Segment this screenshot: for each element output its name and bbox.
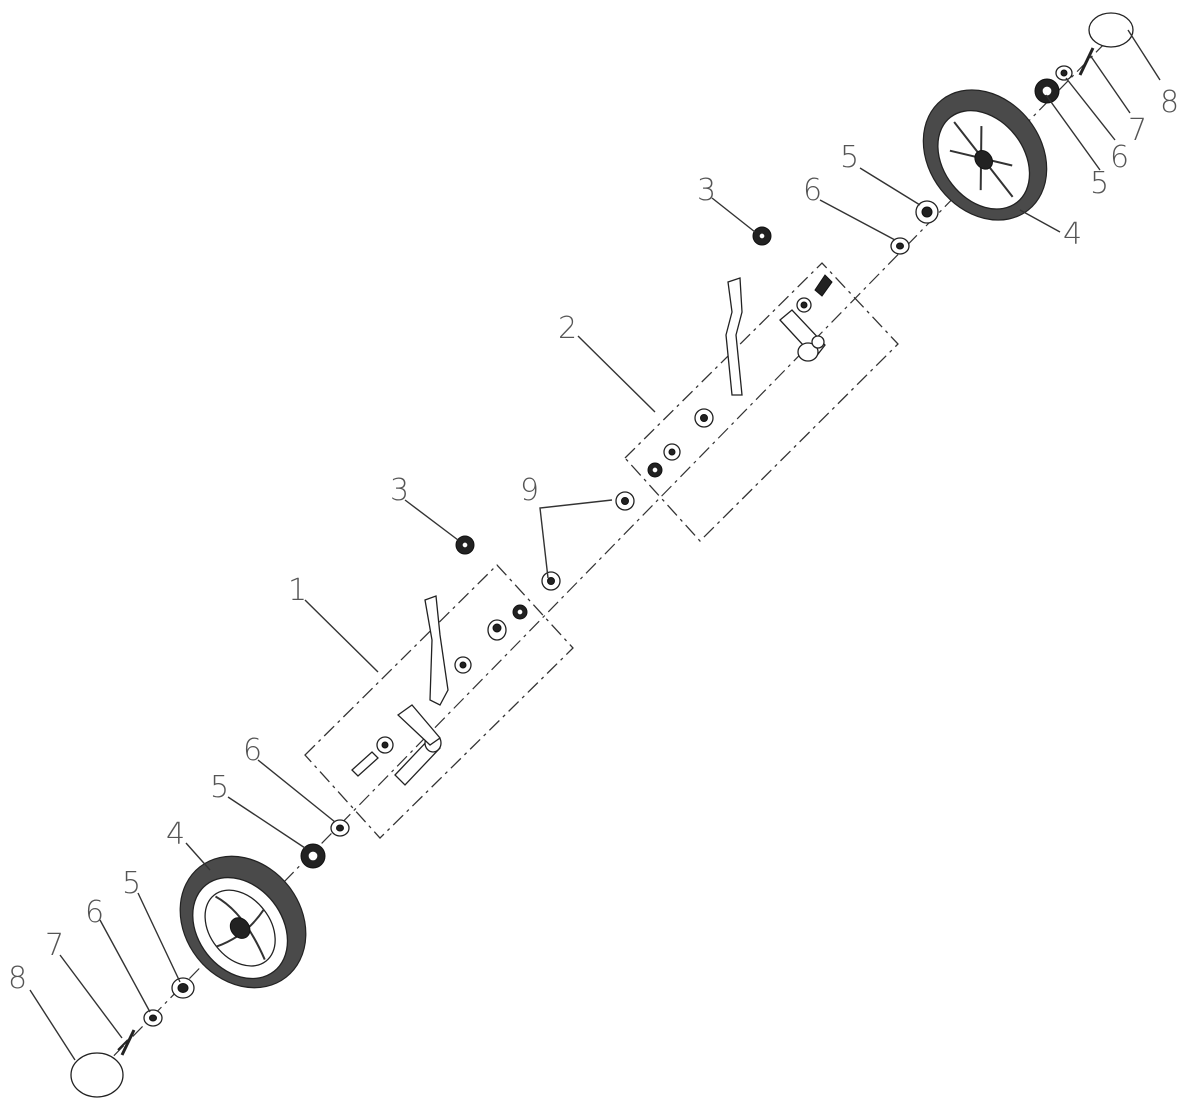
callout-2: 2 bbox=[558, 311, 577, 346]
callout-1: 1 bbox=[288, 573, 307, 608]
wheel-right bbox=[922, 89, 1048, 221]
callout-7: 7 bbox=[1128, 113, 1147, 148]
bearing-right-outer bbox=[1034, 78, 1060, 104]
callout-6: 6 bbox=[803, 173, 822, 208]
split-pin-left bbox=[117, 1029, 136, 1056]
callout-6: 6 bbox=[243, 733, 262, 768]
hub-cap-ring-left bbox=[70, 1052, 124, 1098]
callout-3: 3 bbox=[697, 173, 716, 208]
assembly-axis bbox=[94, 37, 1111, 1076]
callout-9: 9 bbox=[520, 473, 539, 508]
callout-8: 8 bbox=[1160, 85, 1179, 120]
callout-3: 3 bbox=[390, 473, 409, 508]
callout-5: 5 bbox=[840, 140, 859, 175]
callout-labels: 1 2 3 3 4 4 5 5 5 5 6 6 6 6 7 7 8 8 9 bbox=[8, 85, 1179, 996]
callout-5: 5 bbox=[122, 866, 141, 901]
callout-4: 4 bbox=[1063, 217, 1082, 252]
hub-cap-ring-right bbox=[1088, 12, 1134, 48]
bearing-left-inner bbox=[300, 843, 326, 869]
assembly-box-2 bbox=[624, 262, 899, 542]
callout-6: 6 bbox=[85, 895, 104, 930]
lever-knob-rear bbox=[752, 226, 772, 246]
assembly-2-parts bbox=[647, 274, 833, 478]
callout-8: 8 bbox=[8, 961, 27, 996]
spacer-washer-upper bbox=[615, 491, 635, 511]
callout-4: 4 bbox=[166, 817, 185, 852]
washer-right-inner bbox=[890, 237, 910, 255]
leader-lines bbox=[29, 29, 1161, 1061]
lever-knob-front bbox=[455, 535, 475, 555]
washer-right-outer bbox=[1055, 65, 1073, 81]
assembly-box-1 bbox=[304, 564, 574, 839]
washer-left-outer bbox=[143, 1009, 163, 1027]
assembly-1-parts bbox=[351, 595, 528, 786]
spacer-washer-lower bbox=[541, 571, 561, 591]
callout-6: 6 bbox=[1110, 140, 1129, 175]
split-pin-right bbox=[1078, 47, 1095, 76]
bearing-left-outer bbox=[171, 977, 195, 999]
bearing-right-inner bbox=[915, 200, 939, 224]
callout-5: 5 bbox=[210, 770, 229, 805]
callout-5: 5 bbox=[1090, 166, 1109, 201]
wheel-left bbox=[179, 855, 307, 989]
callout-7: 7 bbox=[45, 928, 64, 963]
washer-left-inner bbox=[330, 819, 350, 837]
